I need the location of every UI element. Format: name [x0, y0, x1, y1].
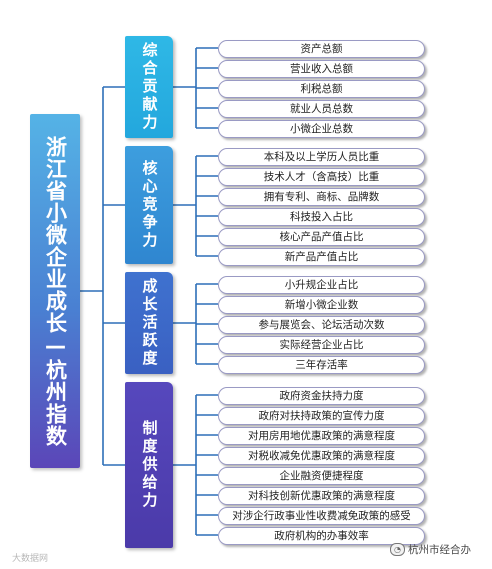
indicator-item: 本科及以上学历人员比重 [218, 148, 425, 166]
indicator-item: 就业人员总数 [218, 100, 425, 118]
category-comprehensive-contribution: 综合贡献力 [125, 36, 173, 138]
indicator-item: 企业融资便捷程度 [218, 467, 425, 485]
indicator-item: 政府资金扶持力度 [218, 387, 425, 405]
wechat-icon: ◔ [390, 543, 405, 556]
indicator-item: 对用房用地优惠政策的满意程度 [218, 427, 425, 445]
category-label: 核心竞争力 [140, 160, 159, 250]
indicator-item: 实际经营企业占比 [218, 336, 425, 354]
indicator-item: 对科技创新优惠政策的满意程度 [218, 487, 425, 505]
indicator-item: 利税总额 [218, 80, 425, 98]
indicator-item: 小升规企业占比 [218, 276, 425, 294]
indicator-item: 营业收入总额 [218, 60, 425, 78]
indicator-item: 核心产品产值占比 [218, 228, 425, 246]
category-institutional-supply: 制度供给力 [125, 382, 173, 548]
indicator-item: 科技投入占比 [218, 208, 425, 226]
category-label: 成长活跃度 [140, 278, 159, 368]
category-label: 制度供给力 [140, 420, 159, 510]
indicator-item: 资产总额 [218, 40, 425, 58]
indicator-item: 新产品产值占比 [218, 248, 425, 266]
root-node: 浙江省小微企业成长—杭州指数 [30, 114, 80, 468]
indicator-item: 小微企业总数 [218, 120, 425, 138]
watermark-right: ◔ 杭州市经合办 [390, 542, 471, 557]
indicator-item: 政府机构的办事效率 [218, 527, 425, 545]
watermark-left: 大数据网 [12, 554, 49, 564]
indicator-item: 新增小微企业数 [218, 296, 425, 314]
indicator-item: 参与展览会、论坛活动次数 [218, 316, 425, 334]
indicator-item: 拥有专利、商标、品牌数 [218, 188, 425, 206]
category-core-competitiveness: 核心竞争力 [125, 146, 173, 264]
root-label: 浙江省小微企业成长—杭州指数 [43, 135, 68, 447]
category-label: 综合贡献力 [140, 42, 159, 132]
indicator-item: 对涉企行政事业性收费减免政策的感受 [218, 507, 425, 525]
watermark-right-label: 杭州市经合办 [408, 544, 471, 556]
category-growth-activity: 成长活跃度 [125, 272, 173, 374]
indicator-item: 政府对扶持政策的宣传力度 [218, 407, 425, 425]
indicator-item: 对税收减免优惠政策的满意程度 [218, 447, 425, 465]
indicator-item: 技术人才（含高技）比重 [218, 168, 425, 186]
indicator-item: 三年存活率 [218, 356, 425, 374]
